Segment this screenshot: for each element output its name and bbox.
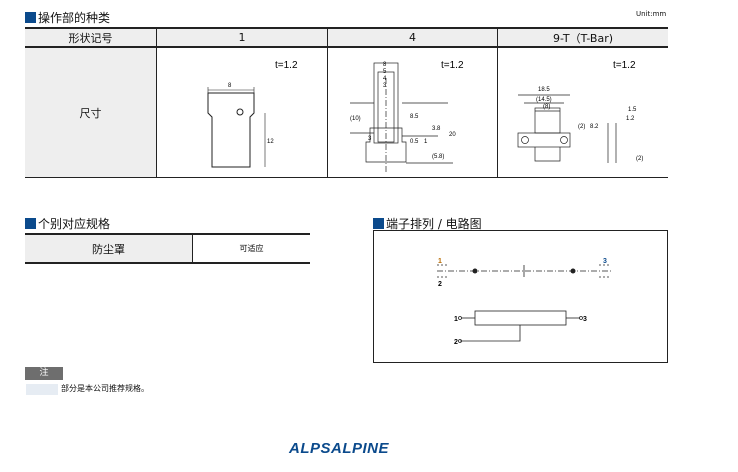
dim-label: 1.2 (626, 116, 635, 122)
dim-label: 3 (383, 83, 387, 89)
circuit-diagram-box: 1 2 3 1 3 2 (373, 230, 668, 363)
pin-label-3: 3 (603, 258, 607, 265)
header-type-1: 1 (156, 28, 328, 47)
pin-label-2: 2 (438, 281, 442, 288)
dim-label: 8 (383, 62, 387, 68)
dim-label: 1 (424, 139, 428, 145)
dim-label: 4 (383, 76, 387, 82)
row-label-dimensions: 尺寸 (25, 47, 157, 177)
dim-label: (2) (636, 156, 643, 162)
section-marker-icon (25, 12, 36, 23)
thickness-label: t=1.2 (441, 60, 464, 71)
section-title-text: 操作部的种类 (38, 11, 111, 25)
section-marker-icon (25, 218, 36, 229)
section-title-terminal-circuit: 端子排列 / 电路图 (373, 215, 482, 232)
dim-label: 3.8 (432, 126, 441, 132)
dim-label: 8.2 (590, 124, 599, 130)
spec-value: 可适应 (192, 234, 310, 263)
type-9t-drawing: t=1.2 18.5 (14.5) (8) (2) 8.2 1.5 1.2 (2) (517, 60, 643, 163)
header-shape-code: 形状记号 (25, 28, 157, 47)
thickness-label: t=1.2 (275, 60, 298, 71)
dim-label: 8 (228, 83, 232, 89)
header-type-9t: 9-T（T-Bar) (497, 28, 668, 47)
alpsalpine-logo: ALPSALPINE (289, 440, 390, 457)
note-text: 部分是本公司推荐规格。 (61, 384, 149, 393)
dim-label: 20 (449, 132, 456, 138)
dim-label: 18.5 (538, 87, 550, 93)
dim-label: 3 (368, 136, 372, 142)
circuit-diagram: 1 2 3 1 3 2 (437, 258, 611, 346)
section-title-individual-specs: 个别对应规格 (25, 215, 110, 232)
dim-label: (5.8) (432, 154, 444, 160)
pin-label-3: 3 (583, 316, 587, 323)
drawing-type-1: t=1.2 8 12 (156, 47, 328, 177)
dim-label: 12 (267, 139, 274, 145)
type-4-drawing: t=1.2 85 43 (10)3 8.50.5 13.8 (5.8)20 (350, 60, 464, 173)
recommended-color-swatch (26, 384, 58, 395)
pin-label-1: 1 (454, 316, 458, 323)
dim-label: (8) (543, 104, 550, 110)
operating-types-table: 形状记号 1 4 9-T（T-Bar) 尺寸 t=1.2 8 12 t=1.2 … (25, 27, 668, 177)
pin-label-1: 1 (438, 258, 442, 265)
drawing-type-9t: t=1.2 18.5 (14.5) (8) (2) 8.2 1.5 1.2 (2) (497, 47, 668, 177)
type-1-drawing: t=1.2 8 12 (207, 60, 298, 168)
section-title-text: 个别对应规格 (38, 217, 111, 231)
dim-label: (10) (350, 116, 361, 122)
dim-label: 1.5 (628, 107, 637, 113)
table-bottom-border (25, 177, 668, 178)
spec-label-dust-cover: 防尘罩 (25, 234, 193, 263)
unit-label: Unit:mm (636, 10, 667, 18)
header-type-4: 4 (327, 28, 498, 47)
thickness-label: t=1.2 (613, 60, 636, 71)
section-title-operating-types: 操作部的种类 (25, 9, 110, 26)
dim-label: 0.5 (410, 139, 419, 145)
pin-label-2: 2 (454, 339, 458, 346)
section-title-text: 端子排列 / 电路图 (386, 217, 482, 231)
dim-label: 8.5 (410, 114, 419, 120)
dim-label: (2) (578, 124, 585, 130)
dim-label: 5 (383, 69, 387, 75)
section-marker-icon (373, 218, 384, 229)
individual-specs-table: 防尘罩 可适应 (25, 233, 310, 264)
dim-label: (14.5) (536, 97, 552, 103)
note-label: 注 (25, 367, 63, 380)
